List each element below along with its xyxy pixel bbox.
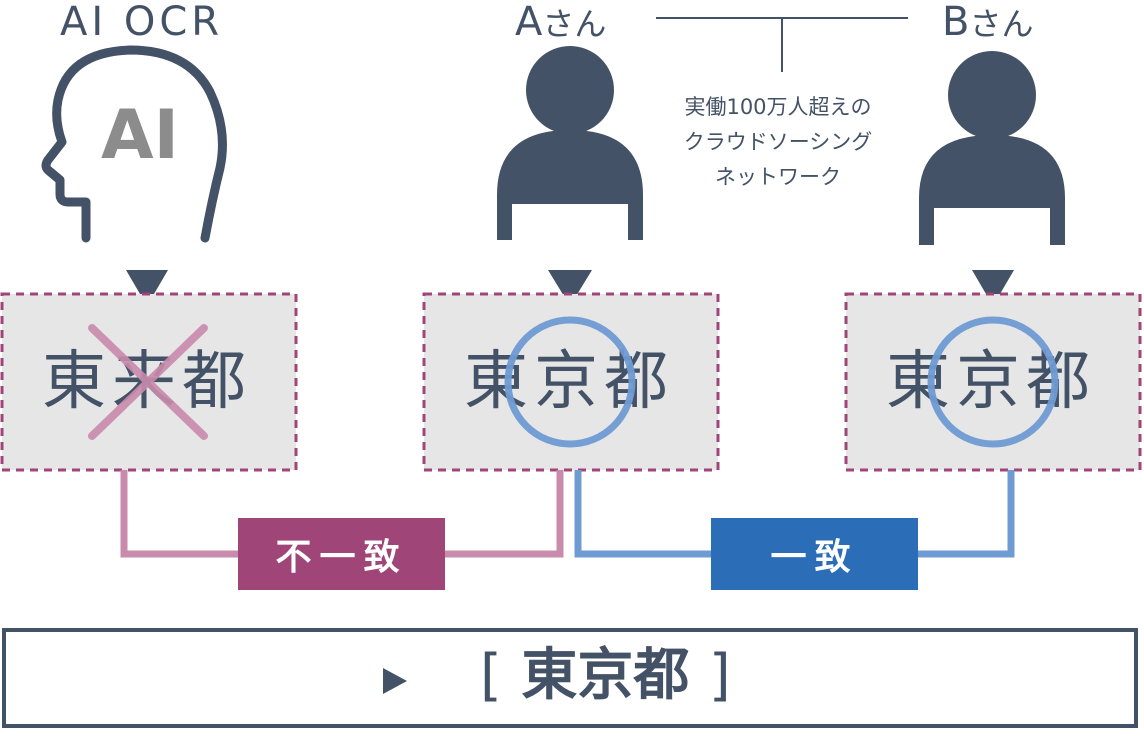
person-b-label: Bさん <box>942 0 1034 45</box>
person-b-icon <box>919 51 1065 245</box>
cross-icon <box>88 324 208 440</box>
result-bar <box>2 628 1138 728</box>
network-caption: 実働100万人超えの クラウドソーシング ネットワーク <box>683 95 873 189</box>
arrow-a <box>548 270 592 306</box>
ai-head-icon <box>41 45 227 243</box>
person-a-icon <box>497 46 643 240</box>
ai-ocr-label: AI OCR <box>60 0 224 45</box>
network-connector <box>656 17 908 72</box>
down-arrows <box>126 270 1014 306</box>
play-arrow-icon <box>383 668 407 694</box>
match-badge: 一致 <box>711 518 918 590</box>
circle-check-a-icon <box>504 316 636 448</box>
arrow-ocr <box>126 270 168 306</box>
result-text: [ 東京都 ] <box>480 643 731 708</box>
circle-check-b-icon <box>927 316 1059 448</box>
person-a-label: Aさん <box>515 0 607 45</box>
ai-head-text: AI <box>101 96 179 175</box>
arrow-b <box>972 270 1014 306</box>
mismatch-badge: 不一致 <box>238 518 445 590</box>
